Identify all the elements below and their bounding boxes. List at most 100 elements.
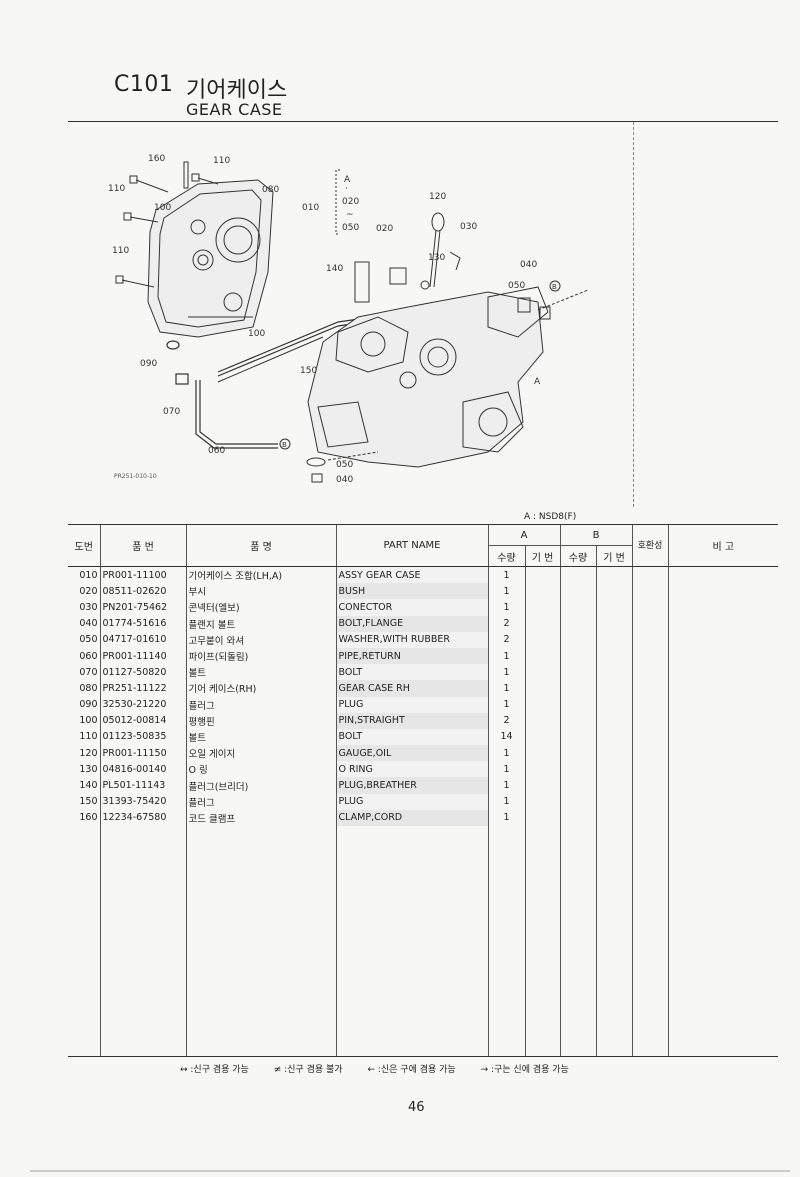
marker-b-top-label: B [552, 283, 557, 291]
callout-090: 090 [140, 359, 157, 369]
row-part-no: PR001-11100 [99, 566, 186, 584]
row-part-no: 04717-01610 [99, 631, 186, 648]
row-part-name: PIN,STRAIGHT [335, 712, 488, 729]
callout-040-bottom: 040 [336, 475, 353, 485]
row-name-kr: 코드 클램프 [185, 809, 336, 826]
row-part-no: 04816-00140 [99, 761, 186, 778]
row-part-no: 31393-75420 [99, 793, 186, 810]
row-qty: 1 [487, 583, 525, 600]
header-remarks: 비 고 [667, 524, 778, 567]
row-qty: 1 [487, 696, 525, 713]
row-part-name: ASSY GEAR CASE [335, 566, 488, 584]
callout-100-bottom: 100 [248, 329, 265, 339]
legend-item: ← :신은 구에 겸용 가능 [367, 1065, 456, 1075]
callout-dot: · [345, 184, 348, 194]
row-name-kr: 기어 케이스(RH) [185, 680, 336, 697]
row-no: 010 [79, 569, 98, 581]
row-part-no: PN201-75462 [99, 599, 186, 616]
header-b-qty: 수량 [559, 545, 596, 567]
table-row: 080 PR251-11122 기어 케이스(RH) GEAR CASE RH … [68, 680, 778, 697]
table-row: 090 32530-21220 플러그 PLUG 1 [68, 696, 778, 713]
row-no: 050 [79, 634, 98, 646]
row-qty: 1 [487, 777, 525, 794]
row-part-name: WASHER,WITH RUBBER [335, 631, 488, 648]
row-part-name: PLUG,BREATHER [335, 777, 488, 794]
table-empty-space [68, 826, 778, 1057]
row-name-kr: 고무붙이 와셔 [185, 631, 336, 648]
callout-130: 130 [428, 253, 445, 263]
row-no: 080 [79, 682, 98, 694]
callout-010: 010 [302, 203, 319, 213]
row-qty: 1 [487, 647, 525, 665]
row-part-no: 08511-02620 [99, 583, 186, 600]
row-part-no: 32530-21220 [99, 696, 186, 713]
row-part-name: BUSH [335, 583, 488, 600]
callout-160: 160 [148, 154, 165, 164]
row-part-name: BOLT [335, 664, 488, 681]
scan-edge [30, 1170, 790, 1172]
callout-080: 080 [262, 185, 279, 195]
row-qty: 1 [487, 793, 525, 810]
row-name-kr: 플러그 [185, 696, 336, 713]
exploded-parts-diagram: 160 110 110 100 080 110 100 090 070 060 … [108, 154, 589, 485]
parts-table: 도번 품 번 품 명 PART NAME A B 호환성 비 고 수량 기 번 … [68, 524, 778, 1057]
marker-b-bottom-label: B [282, 441, 287, 449]
table-row: 140 PL501-11143 플러그(브리더) PLUG,BREATHER 1 [68, 777, 778, 794]
header-group-b: B [559, 524, 632, 546]
row-part-name: CONECTOR [335, 599, 488, 616]
table-row: 110 01123-50835 볼트 BOLT 14 [68, 728, 778, 746]
callout-050-bracket: 050 [342, 223, 359, 233]
row-no: 070 [79, 666, 98, 678]
table-row: 150 31393-75420 플러그 PLUG 1 [68, 793, 778, 810]
row-qty: 1 [487, 761, 525, 778]
row-part-no: 01774-51616 [99, 615, 186, 632]
callout-030: 030 [460, 222, 477, 232]
section-title-english: GEAR CASE [186, 100, 283, 119]
assembly-bracket [335, 169, 340, 235]
row-qty: 1 [487, 566, 525, 584]
top-parts-drawing [217, 212, 589, 483]
row-name-kr: O 링 [185, 761, 336, 778]
callout-120: 120 [429, 192, 446, 202]
callout-050-top: 050 [508, 281, 525, 291]
callout-020-bracket: 020 [342, 197, 359, 207]
row-name-kr: 플러그 [185, 793, 336, 810]
row-qty: 2 [487, 631, 525, 648]
legend-item: ↔ :신구 겸용 가능 [180, 1065, 249, 1075]
row-part-no: PL501-11143 [99, 777, 186, 794]
diagram-reference-code: PR251-010-10 [114, 473, 157, 480]
row-no: 090 [79, 699, 98, 711]
table-row: 120 PR001-11150 오일 게이지 GAUGE,OIL 1 [68, 745, 778, 762]
row-name-kr: 기어케이스 조합(LH,A) [185, 566, 336, 584]
row-part-name: GAUGE,OIL [335, 745, 488, 762]
row-qty: 1 [487, 745, 525, 762]
callout-tilde: ~ [346, 210, 354, 220]
row-part-no: PR251-11122 [99, 680, 186, 697]
row-name-kr: 부시 [185, 583, 336, 600]
row-name-kr: 콘넥터(엘보) [185, 599, 336, 616]
marker-b-bottom [279, 438, 291, 450]
table-row: 030 PN201-75462 콘넥터(엘보) CONECTOR 1 [68, 599, 778, 616]
header-group-a: A [487, 524, 560, 546]
row-no: 130 [79, 763, 98, 775]
row-part-no: PR001-11140 [99, 647, 186, 665]
row-part-name: BOLT,FLANGE [335, 615, 488, 632]
legend-item: → :구는 신에 겸용 가능 [480, 1065, 569, 1075]
row-part-name: PLUG [335, 793, 488, 810]
row-no: 100 [79, 715, 98, 727]
row-name-kr: 플랜지 볼트 [185, 615, 336, 632]
table-row: 040 01774-51616 플랜지 볼트 BOLT,FLANGE 2 [68, 615, 778, 632]
table-row: 130 04816-00140 O 링 O RING 1 [68, 761, 778, 778]
callout-150: 150 [300, 366, 317, 376]
table-row: 020 08511-02620 부시 BUSH 1 [68, 583, 778, 600]
callout-060: 060 [208, 446, 225, 456]
callout-110-top: 110 [213, 156, 230, 166]
callout-140: 140 [326, 264, 343, 274]
row-qty: 1 [487, 809, 525, 826]
row-no: 110 [79, 731, 98, 743]
row-qty: 1 [487, 680, 525, 697]
title-divider [68, 121, 778, 122]
row-part-name: PLUG [335, 696, 488, 713]
header-name-kr: 품 명 [185, 524, 336, 567]
header-a-base: 기 번 [524, 545, 560, 567]
